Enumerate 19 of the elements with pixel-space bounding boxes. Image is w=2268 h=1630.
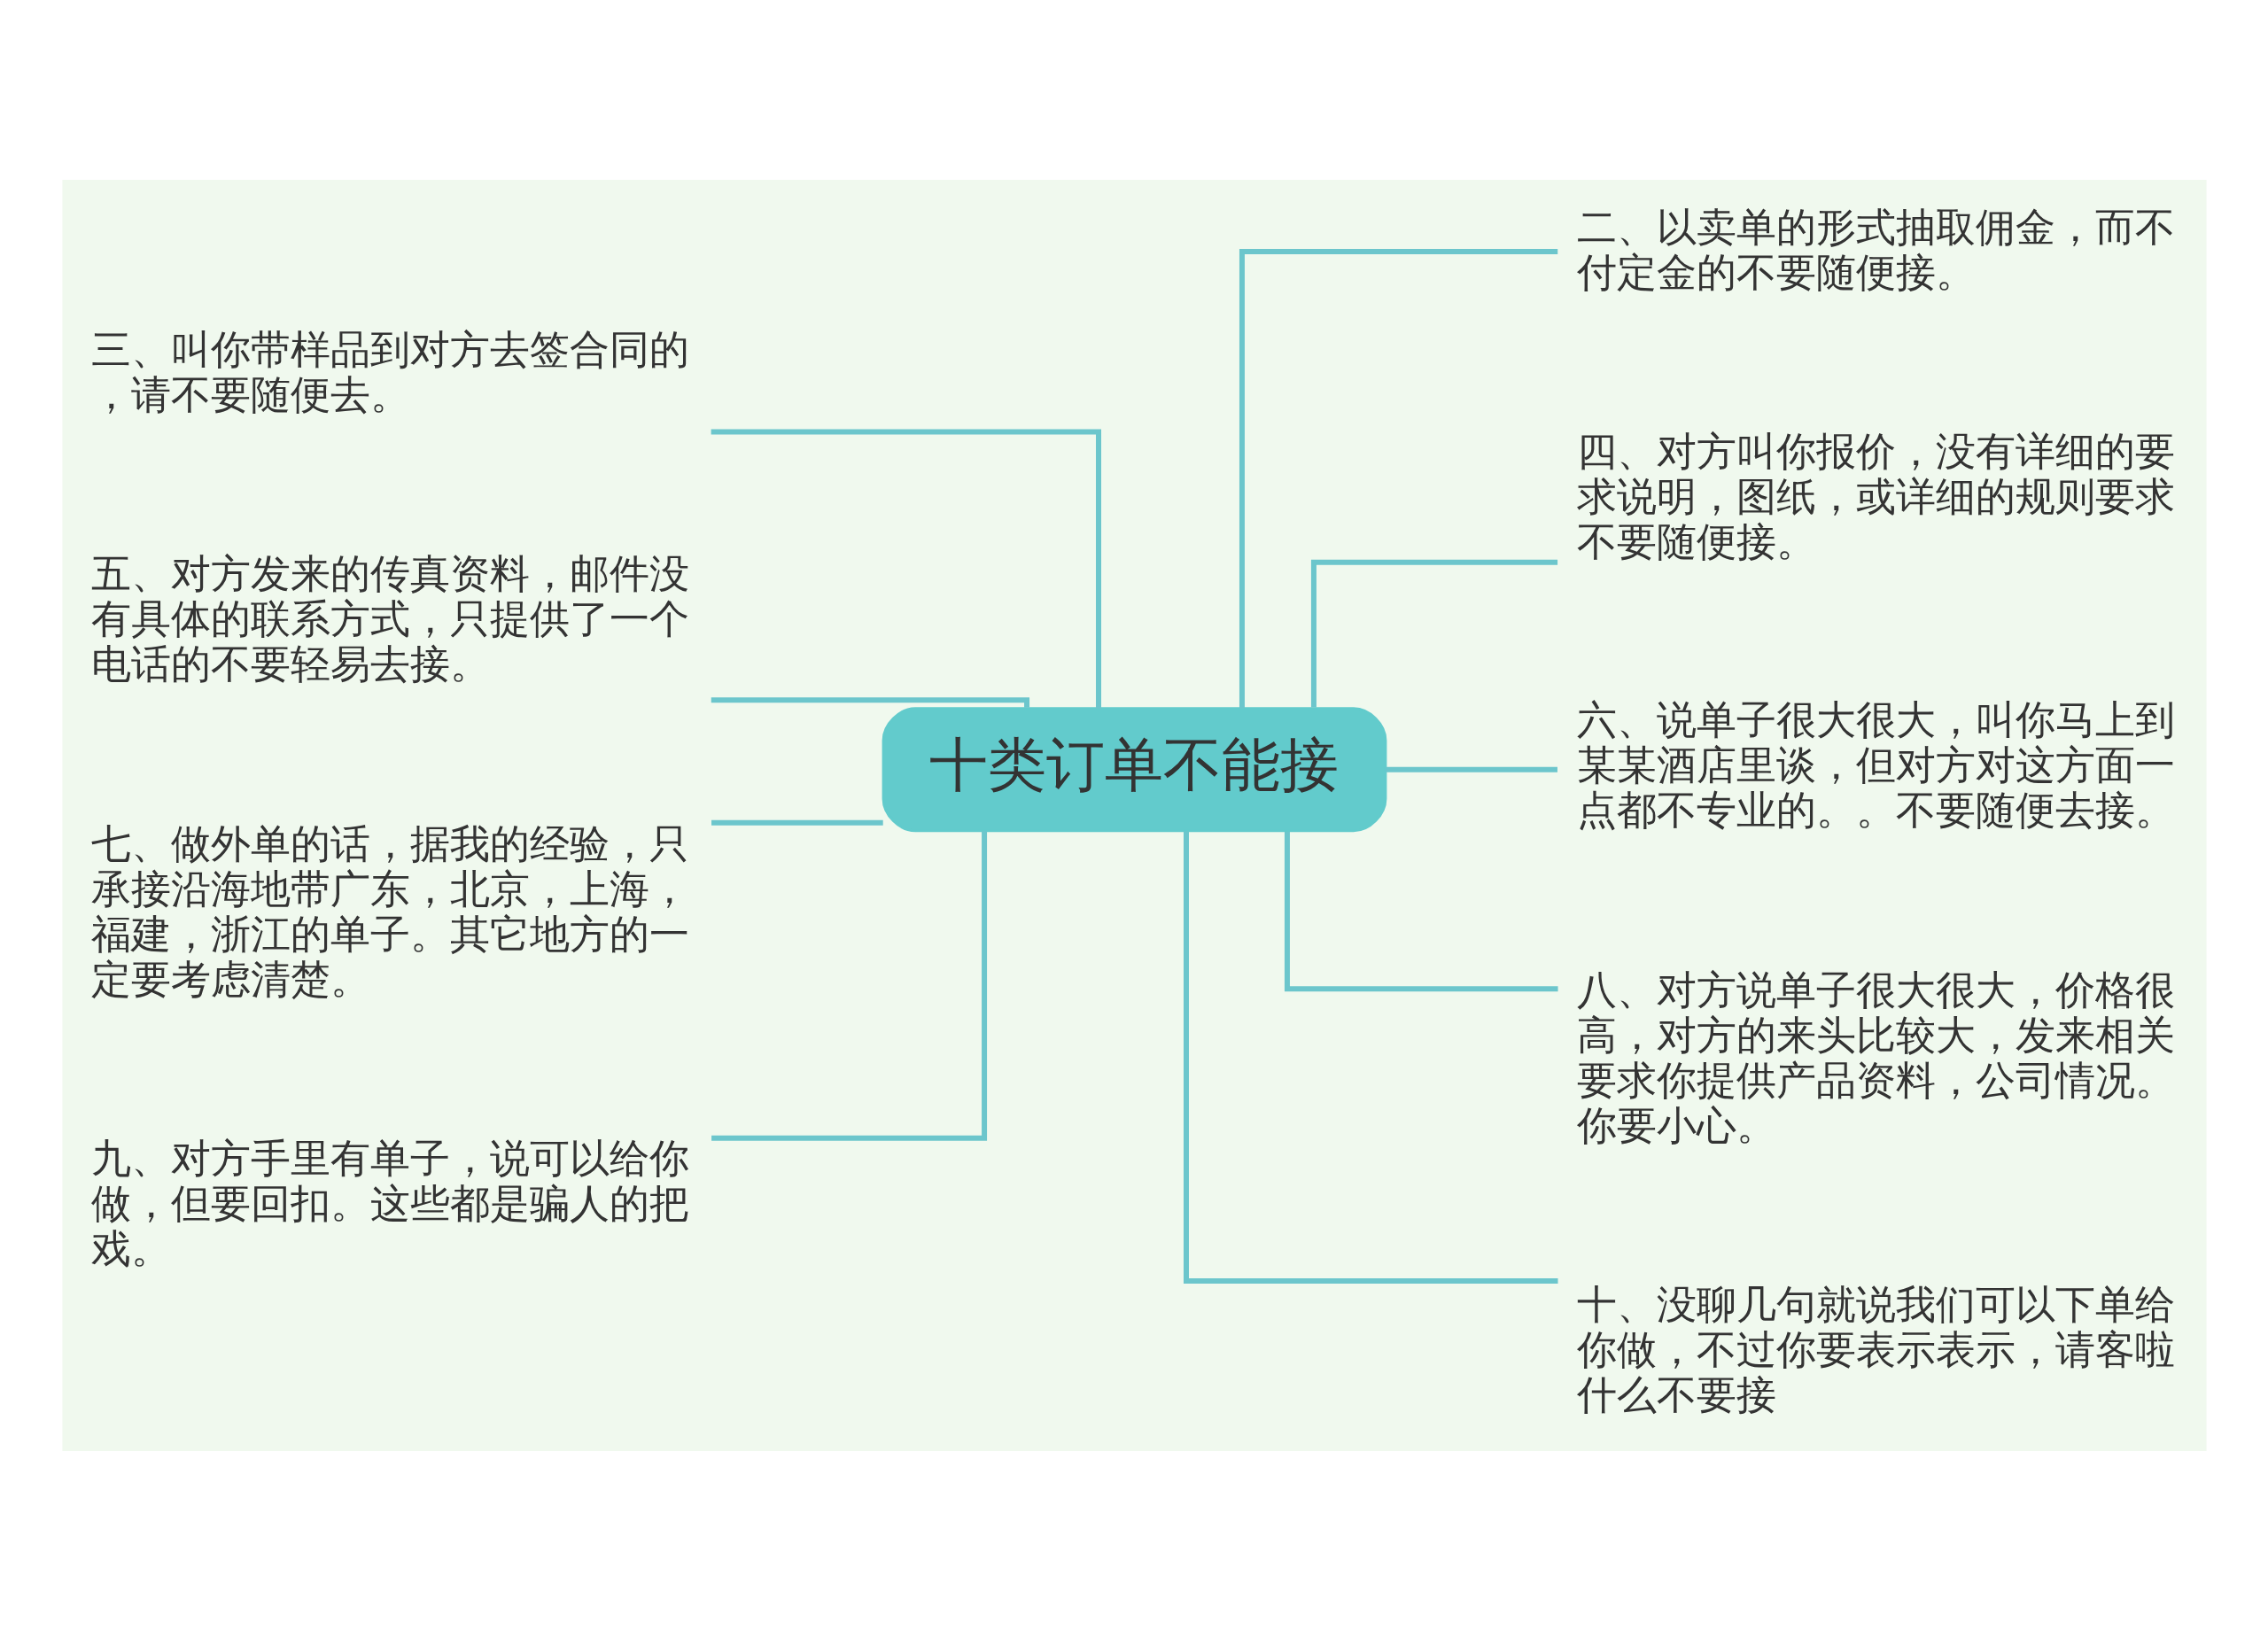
node-text: 六、说单子很大很大，叫你马上到某某酒店里谈，但对方对这方面一点都不专业的。。不要随便去接。 (1576, 695, 2175, 834)
node-text: 二、以卖单的形式抽取佣金，而不付定金的不要随便接。 (1576, 203, 2175, 296)
connector (1310, 559, 1557, 708)
node-text: 八、对方说单子很大很大，价格很高，对方的来头比较大，发来相关要求你提供产品资料，公司情况。你要小心。 (1576, 966, 2175, 1149)
node-box: 十类订单不能接 (882, 706, 1386, 832)
connector (1385, 766, 1557, 772)
connector (1183, 830, 1557, 1284)
connector (711, 696, 1029, 708)
node-text: 十、没聊几句就说我们可以下单给你做，不过你要表示表示，请客啦什么不要接 (1576, 1280, 2175, 1418)
connector (711, 819, 883, 826)
connector (711, 428, 1101, 709)
node-text: 四、对方叫你报价，没有详细的要求说明，图纸，或详细的规则要求不要随便接。 (1576, 427, 2175, 565)
node-text: 九、对方手里有单子，说可以给你做，但要回扣。这些都是骗人的把戏。 (90, 1134, 689, 1272)
node-text: 五、对方发来的传真资料，邮件没有具体的联系方式，只提供了一个电话的不要轻易去接。 (90, 549, 689, 687)
node-text: 七、做外单的话，据我的经验，只承接沿海地带广东，北京，上海，福建，浙江的单子。其它地方的一定要考虑清楚。 (90, 819, 689, 1003)
node-text: 三、叫你带样品到对方去签合同的，请不要随便去。 (90, 325, 689, 418)
connector (711, 830, 987, 1141)
connector (1239, 248, 1557, 708)
connector (1284, 831, 1558, 991)
